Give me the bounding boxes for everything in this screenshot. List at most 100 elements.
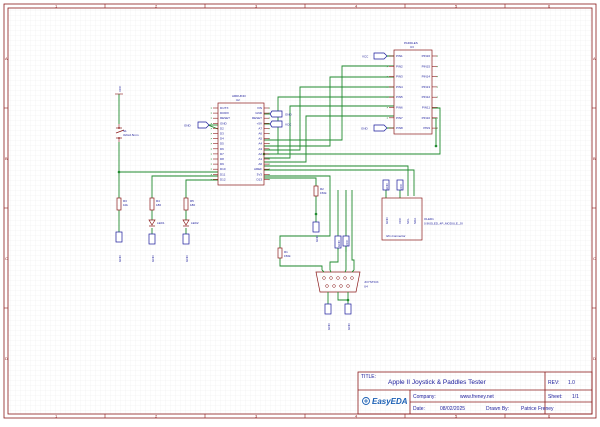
arduino-right-pin-label: A6 bbox=[258, 132, 262, 136]
paddles-right-pin-label: PIN12 bbox=[422, 95, 431, 99]
oled-pin-gnd: GND bbox=[385, 217, 389, 225]
r2-value: 150k bbox=[320, 191, 327, 195]
r1-value: 150k bbox=[284, 254, 291, 258]
vcc-flag-oled: VCC bbox=[396, 179, 404, 191]
gnd-label-led2: GND bbox=[185, 255, 189, 263]
arduino-right-pin-label: A7 bbox=[258, 126, 262, 130]
gnd-label-paddles: GND bbox=[361, 127, 369, 131]
arduino-right-pin-marker: × bbox=[269, 157, 271, 161]
arduino-left-pin-label: D7 bbox=[220, 152, 224, 156]
paddles-left-pin-label: PIN1 bbox=[396, 54, 403, 58]
paddles-left-pin-label: PIN2 bbox=[396, 64, 403, 68]
gnd-flag-r2: GND bbox=[312, 221, 320, 243]
sheet-grid bbox=[8, 8, 592, 414]
arduino-left-pin-marker: × bbox=[211, 157, 213, 161]
arduino-right-pin-marker: × bbox=[269, 147, 271, 151]
arduino-left-pin-label: D9 bbox=[220, 162, 224, 166]
paddles-left-pins: ×PIN1×PIN2×PIN3×PIN4×PIN5×PIN6×PIN7×PIN8 bbox=[387, 54, 404, 130]
r5-ref: R5 bbox=[190, 199, 194, 203]
tb-company-label: Company: bbox=[413, 394, 436, 400]
vcc-label-oled: VCC bbox=[399, 183, 403, 190]
arduino-right-pin-label: RESET bbox=[252, 116, 262, 120]
oled-connector-label: I2C-Connector bbox=[386, 234, 406, 238]
arduino-right-pin-marker: × bbox=[269, 106, 271, 110]
led2-ref: LED2 bbox=[191, 221, 199, 225]
paddles-name: PADDLES bbox=[404, 41, 418, 45]
gnd-flag-oled: GND bbox=[382, 179, 390, 191]
paddles-left-pin-marker: × bbox=[387, 75, 389, 79]
paddles-right-pin-marker: × bbox=[437, 75, 439, 79]
zone-row-b-left: B bbox=[5, 156, 8, 161]
resistor-r5: R5 180 bbox=[183, 197, 195, 211]
vcc-label-arduino-right: VCC bbox=[285, 123, 292, 127]
arduino-left-pin-label: GND bbox=[220, 121, 228, 125]
arduino-name: ARDUINO bbox=[232, 94, 247, 98]
paddles-left-pin-label: PIN3 bbox=[396, 75, 403, 79]
zone-row-b-right: B bbox=[593, 156, 596, 161]
paddles-left-pin-marker: × bbox=[387, 106, 389, 110]
tb-rev: 1.0 bbox=[568, 380, 575, 386]
zone-row-a-left: A bbox=[5, 56, 8, 61]
paddles-right-pin-label: PIN16 bbox=[422, 54, 431, 58]
gnd-flag-joystick-right: GND bbox=[344, 303, 352, 331]
arduino-left-pin-label: RESET bbox=[220, 116, 230, 120]
zone-col-2-top: 2 bbox=[155, 3, 158, 8]
arduino-left-pin-marker: × bbox=[211, 142, 213, 146]
arduino-right-pin-label: AREF bbox=[254, 167, 262, 171]
arduino-left-pin-marker: × bbox=[211, 172, 213, 176]
gnd-label-r3: GND bbox=[118, 255, 122, 263]
tb-rev-label: REV: bbox=[548, 380, 559, 386]
arduino-right-pin-label: A1 bbox=[258, 157, 262, 161]
led2: LED2 bbox=[182, 219, 199, 227]
db9-pins bbox=[322, 276, 354, 288]
gnd-flag-r3: GND bbox=[115, 231, 123, 263]
joystick-ref: U4 bbox=[364, 285, 368, 289]
zone-col-5-top: 5 bbox=[455, 3, 458, 8]
r4-ref: R4 bbox=[156, 199, 160, 203]
zone-row-c-left: C bbox=[5, 256, 8, 261]
vcc-flag-paddles: VCC bbox=[362, 52, 388, 60]
tb-company: www.freney.net bbox=[460, 394, 494, 400]
arduino-left-pin-label: D1/TX bbox=[220, 106, 229, 110]
paddles-left-pin-marker: × bbox=[387, 64, 389, 68]
r3-value: 10k bbox=[123, 203, 128, 207]
gnd-flag-joystick-top: GND bbox=[334, 235, 342, 249]
arduino-right-pin-marker: × bbox=[269, 142, 271, 146]
r4-value: 180 bbox=[156, 203, 161, 207]
paddles-right-pins: ×PIN16×PIN15×PIN14×PIN13×PIN12×PIN11×PIN… bbox=[422, 54, 439, 130]
paddles-left-pin-marker: × bbox=[387, 95, 389, 99]
arduino-left-pin-label: D4 bbox=[220, 137, 224, 141]
arduino-right-pin-marker: × bbox=[269, 111, 271, 115]
zone-col-1-bottom: 1 bbox=[55, 413, 58, 418]
zone-col-2-bottom: 2 bbox=[155, 413, 158, 418]
paddles-right-pin-label: PIN13 bbox=[422, 85, 431, 89]
gnd-label-r2: GND bbox=[315, 235, 319, 243]
oled-name: OLED1 bbox=[424, 217, 434, 221]
gnd-flag-paddles: GND bbox=[361, 124, 388, 132]
arduino-left-pin-label: D10 bbox=[220, 167, 226, 171]
arduino-left-pin-label: D11 bbox=[220, 172, 226, 176]
oled-body bbox=[381, 197, 423, 241]
arduino-right-pin-marker: × bbox=[269, 152, 271, 156]
resistor-r2: R2 150k bbox=[313, 185, 327, 197]
gnd-label-joystick-right: GND bbox=[347, 323, 351, 331]
arduino-right-pin-marker: × bbox=[269, 126, 271, 130]
paddles-right-pin-label: PIN11 bbox=[422, 106, 430, 110]
arduino-right-pin-label: GND bbox=[255, 111, 263, 115]
gnd-flag-led2: GND bbox=[182, 233, 190, 263]
paddles-left-pin-label: PIN5 bbox=[396, 95, 403, 99]
paddles-ref: U3 bbox=[410, 45, 414, 49]
gnd-label-led1: GND bbox=[151, 255, 155, 263]
arduino-left-pin-label: D3 bbox=[220, 132, 224, 136]
arduino-left-pin-label: D6 bbox=[220, 147, 224, 151]
gnd-label-joystick-top: GND bbox=[337, 240, 341, 248]
vcc-flag-joystick-top: VCC bbox=[342, 235, 350, 247]
tb-title-label: TITLE: bbox=[361, 374, 376, 380]
led1-ref: LED1 bbox=[157, 221, 165, 225]
arduino-left-pin-label: D8 bbox=[220, 157, 224, 161]
tb-title: Apple II Joystick & Paddles Tester bbox=[388, 379, 487, 386]
zone-col-5-bottom: 5 bbox=[455, 413, 458, 418]
arduino-right-pin-marker: × bbox=[269, 116, 271, 120]
paddles-right-pin-marker: × bbox=[437, 116, 439, 120]
